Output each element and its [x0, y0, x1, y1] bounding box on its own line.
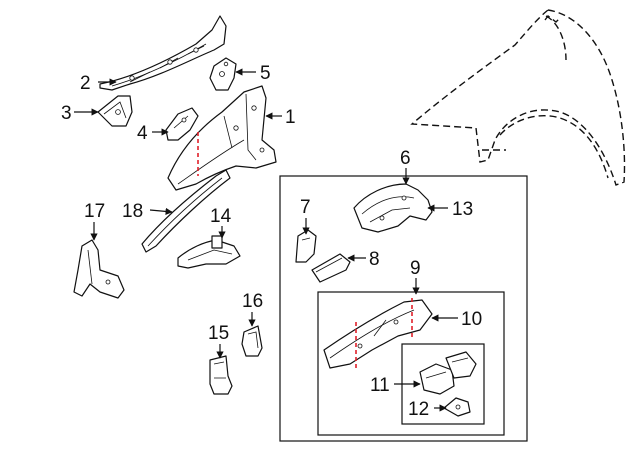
- callout-18: 18: [122, 201, 143, 222]
- callout-7: 7: [300, 197, 311, 218]
- part-3-gusset[interactable]: [97, 95, 133, 127]
- part-8-extension[interactable]: [311, 253, 351, 283]
- callout-5: 5: [260, 63, 271, 84]
- part-4-inner-bracket[interactable]: [165, 107, 199, 141]
- group-box-6: [279, 175, 528, 442]
- callout-3: 3: [61, 103, 72, 124]
- part-13-wheelhouse-panel[interactable]: [353, 183, 433, 233]
- callout-10: 10: [461, 309, 482, 330]
- part-10-side-member[interactable]: [323, 299, 433, 369]
- part-5-bracket[interactable]: [209, 57, 237, 91]
- part-15-reinforcement[interactable]: [209, 355, 233, 395]
- callout-16: 16: [242, 291, 263, 312]
- callout-4: 4: [137, 123, 148, 144]
- callout-6: 6: [400, 148, 411, 169]
- part-12-small-bracket[interactable]: [443, 397, 471, 417]
- leader-lines: [74, 68, 458, 412]
- callout-9: 9: [410, 258, 421, 279]
- callout-12: 12: [408, 399, 429, 420]
- part-17-hinge-pillar[interactable]: [73, 239, 125, 299]
- callout-1: 1: [285, 107, 296, 128]
- part-1-apron-panel[interactable]: [167, 85, 277, 191]
- callout-8: 8: [369, 249, 380, 270]
- callout-15: 15: [208, 323, 229, 344]
- group-box-9: [317, 291, 505, 436]
- part-11-bracket-assembly[interactable]: [419, 351, 477, 395]
- callout-11: 11: [370, 375, 390, 396]
- part-7-bracket[interactable]: [295, 229, 317, 263]
- fender-outline: [410, 9, 626, 186]
- callout-2: 2: [80, 73, 91, 94]
- callout-14: 14: [210, 206, 232, 227]
- part-14-wheelhouse-bracket[interactable]: [177, 235, 241, 269]
- part-16-plate[interactable]: [241, 325, 263, 357]
- part-2-cowl-panel[interactable]: [99, 15, 227, 91]
- callout-17: 17: [84, 201, 105, 222]
- callout-13: 13: [452, 199, 473, 220]
- part-18-upper-rail[interactable]: [141, 169, 231, 253]
